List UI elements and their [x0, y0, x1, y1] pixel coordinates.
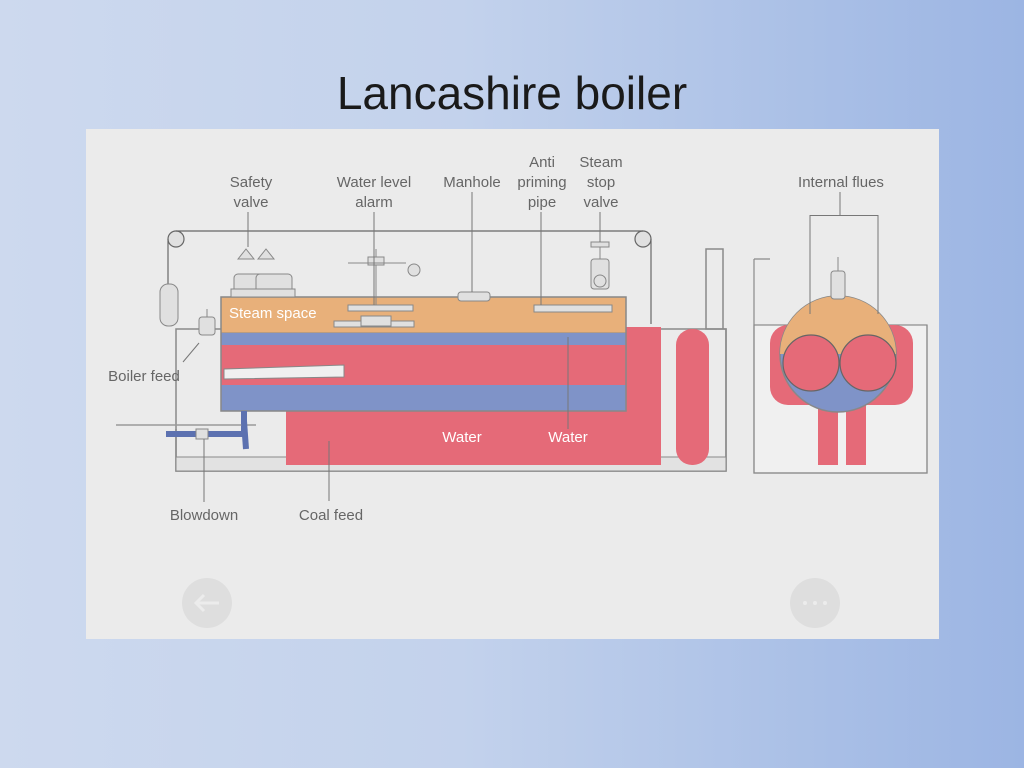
- label-steam-stop-3: valve: [583, 194, 618, 211]
- label-safety-valve-2: valve: [233, 194, 268, 211]
- blowdown-valve: [195, 428, 209, 440]
- steam-stop-valve: [590, 241, 610, 290]
- label-steam-stop-1: Steam: [579, 154, 622, 171]
- label-manhole: Manhole: [443, 174, 501, 191]
- water-level-alarm: [348, 249, 421, 305]
- boiler-feed-valve: [198, 309, 216, 336]
- slide-title: Lancashire boiler: [336, 67, 688, 119]
- label-anti-priming-1: Anti: [529, 154, 555, 171]
- anti-priming-pipe: [533, 304, 613, 313]
- label-internal-flues: Internal flues: [798, 174, 884, 191]
- boiler-diagram-svg: Safety valve Water level alarm Manhole A…: [108, 154, 928, 628]
- label-anti-priming-3: pipe: [528, 194, 556, 211]
- prev-button[interactable]: [182, 578, 232, 628]
- label-boiler-feed: Boiler feed: [108, 368, 180, 385]
- safety-valve: [230, 248, 296, 298]
- label-steam-space: Steam space: [229, 305, 317, 322]
- label-water-left: Water: [442, 429, 481, 446]
- leader-lines: [182, 192, 841, 502]
- more-button[interactable]: [790, 578, 840, 628]
- label-water-right: Water: [548, 429, 587, 446]
- label-water-level-alarm-1: Water level: [337, 174, 411, 191]
- alarm-cable: [167, 230, 652, 324]
- boiler-diagram: Safety valve Water level alarm Manhole A…: [86, 129, 939, 639]
- label-blowdown: Blowdown: [170, 507, 238, 524]
- counterweight: [159, 283, 179, 327]
- label-steam-stop-2: stop: [587, 174, 615, 191]
- feed-pipe: [223, 364, 345, 380]
- label-coal-feed: Coal feed: [299, 507, 363, 524]
- label-safety-valve-1: Safety: [230, 174, 273, 191]
- end-section: [753, 215, 928, 474]
- arrow-left-icon: [193, 593, 219, 613]
- label-anti-priming-2: priming: [517, 174, 566, 191]
- manhole-cover: [457, 291, 491, 302]
- label-water-level-alarm-2: alarm: [355, 194, 393, 211]
- rear-flue: [676, 329, 709, 465]
- ellipsis-icon: [803, 601, 827, 605]
- boiler-shell: [220, 296, 627, 412]
